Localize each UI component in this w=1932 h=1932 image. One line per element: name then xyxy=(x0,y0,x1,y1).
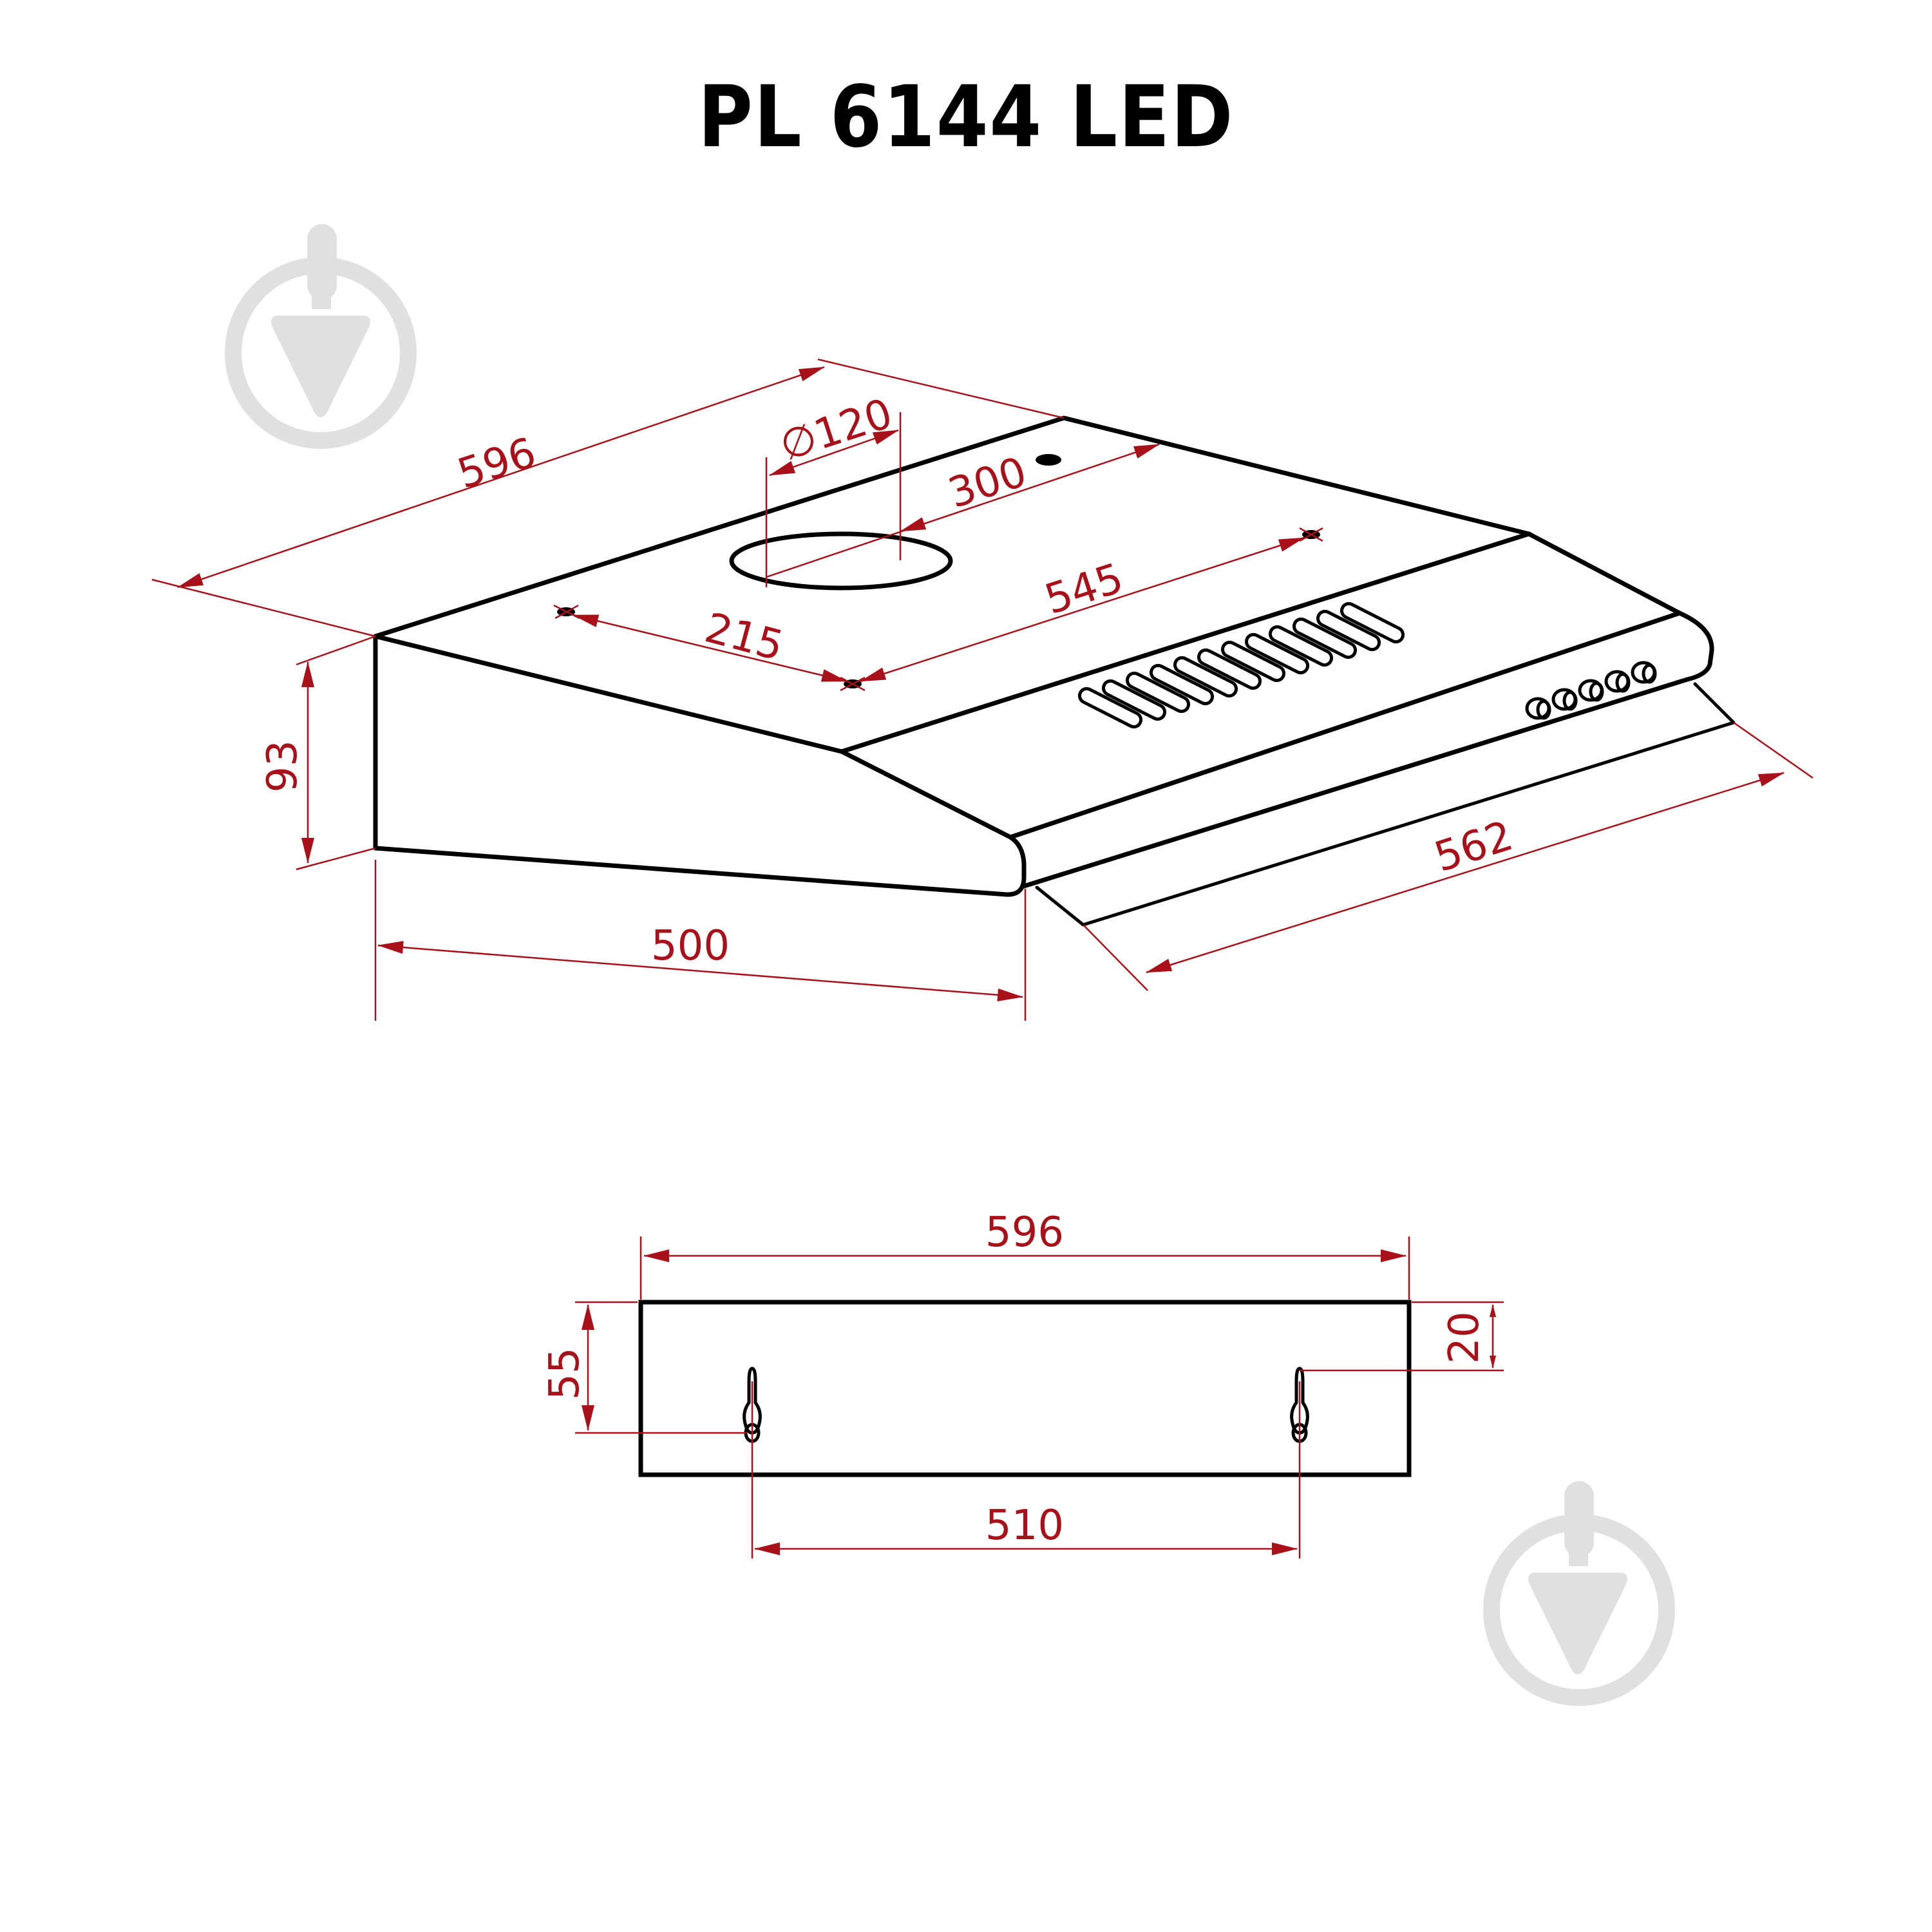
dim-hole-spacing-545: 545 xyxy=(1039,554,1129,624)
dim-depth-500: 500 xyxy=(651,922,730,970)
dim-duct-diameter: ∅120 xyxy=(774,390,898,470)
keyhole-left xyxy=(743,1367,762,1435)
dim-lower-hole-55: 55 xyxy=(541,1347,589,1399)
dim-duct-offset: 300 xyxy=(943,448,1032,518)
dim-keyhole-offset-20: 20 xyxy=(1441,1311,1488,1363)
control-knobs xyxy=(1525,661,1657,720)
dim-hole-offset-215: 215 xyxy=(700,604,788,670)
hood-isometric-view: 596 ∅120 300 215 545 93 500 562 xyxy=(151,358,1814,1021)
dim-height-93: 93 xyxy=(259,740,307,792)
dim-filter-562: 562 xyxy=(1429,812,1519,882)
duct-opening xyxy=(729,531,953,591)
watermark-logo-icon xyxy=(225,224,417,449)
led-indicator xyxy=(1036,454,1061,466)
vent-slots xyxy=(1077,601,1405,729)
keyhole-right xyxy=(1290,1367,1309,1435)
hood-rear-view: 596 510 55 20 xyxy=(541,1209,1504,1558)
dim-rear-width-596: 596 xyxy=(985,1209,1064,1256)
watermark-logo-icon xyxy=(1483,1481,1675,1706)
dim-width-596: 596 xyxy=(452,429,542,498)
dim-hole-spacing-510: 510 xyxy=(985,1502,1064,1549)
product-title: PL 6144 LED xyxy=(697,68,1235,167)
